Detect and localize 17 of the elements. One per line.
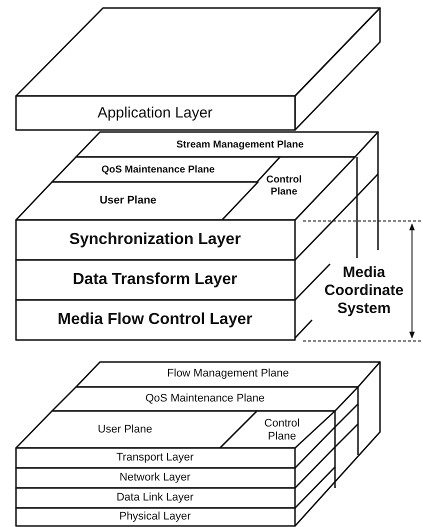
layer-label: Application Layer: [97, 104, 213, 122]
plane-label: Flow Management Plane: [167, 368, 289, 380]
layer-label: Transport Layer: [116, 452, 194, 464]
plane-label: Stream Management Plane: [176, 139, 304, 151]
layer-label: Physical Layer: [119, 510, 191, 524]
layer-label: Data Transform Layer: [72, 270, 238, 290]
plane-label: Control Plane: [265, 174, 303, 198]
plane-label: User Plane: [100, 194, 156, 208]
layer-label: Data Link Layer: [116, 492, 194, 504]
plane-label: QoS Maintenance Plane: [101, 164, 215, 176]
axis-label: Media Coordinate System: [323, 264, 405, 318]
layer-label: Media Flow Control Layer: [58, 310, 252, 330]
layer-label: Synchronization Layer: [69, 230, 241, 250]
layer-label: Network Layer: [120, 472, 190, 484]
plane-label: User Plane: [98, 424, 152, 436]
plane-label: Control Plane: [263, 417, 301, 443]
plane-label: QoS Maintenance Plane: [145, 392, 265, 406]
